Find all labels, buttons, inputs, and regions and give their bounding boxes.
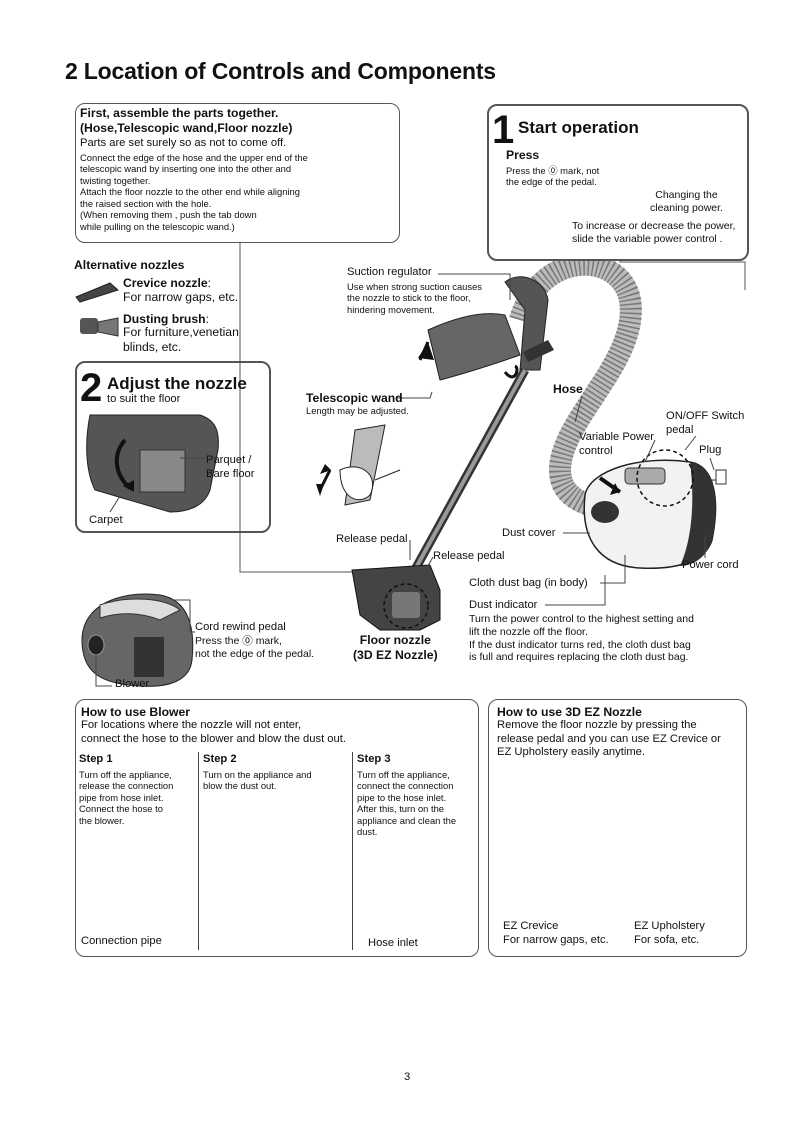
assemble-body: Connect the edge of the hose and the upp… (80, 152, 308, 232)
cloth-dust-bag-label: Cloth dust bag (in body) (469, 577, 588, 589)
ez-nozzle-heading: How to use 3D EZ Nozzle (497, 705, 642, 719)
parquet-label: Parquet / Bare floor (206, 454, 255, 480)
ez-nozzle-panel (488, 699, 747, 957)
dust-indicator-label: Dust indicator (469, 599, 538, 611)
ez-crevice-desc: For narrow gaps, etc. (503, 934, 609, 946)
vacuum-body-icon (583, 449, 717, 569)
step3-text: Turn off the appliance, connect the conn… (357, 769, 457, 838)
ez-upholstery-title: EZ Upholstery (634, 920, 705, 932)
suction-regulator-label: Suction regulator (347, 266, 432, 278)
dusting-brush-icon (80, 317, 119, 337)
adjust-nozzle-panel (75, 361, 271, 533)
step-number-2: 2 (80, 366, 103, 410)
step2-text: Turn on the appliance and blow the dust … (203, 769, 312, 792)
crevice-nozzle-icon (75, 282, 119, 303)
assemble-subheading: Parts are set surely so as not to come o… (80, 137, 287, 149)
press-text: Press the ⓪ mark, not the edge of the pe… (506, 165, 600, 188)
start-operation-heading: Start operation (518, 118, 639, 137)
power-control-text: To increase or decrease the power, slide… (572, 220, 736, 245)
assemble-panel (75, 103, 400, 243)
step3-title: Step 3 (357, 753, 391, 765)
telescopic-wand-icon (408, 367, 529, 578)
blower-intro: For locations where the nozzle will not … (81, 719, 346, 745)
dust-cover-label: Dust cover (502, 527, 556, 539)
dusting-brush-label: Dusting brush: (123, 312, 209, 326)
ez-nozzle-intro: Remove the floor nozzle by pressing the … (497, 719, 721, 759)
telescopic-wand-text: Length may be adjusted. (306, 405, 409, 416)
changing-power-label: Changing the cleaning power. (650, 189, 723, 214)
step-divider-2 (352, 752, 353, 950)
hose-inlet-label: Hose inlet (368, 937, 418, 949)
ez-crevice-title: EZ Crevice (503, 920, 559, 932)
step1-text: Turn off the appliance, release the conn… (79, 769, 174, 826)
step-divider-1 (198, 752, 199, 950)
variable-power-label: Variable Power control (579, 431, 655, 457)
floor-nozzle-icon (351, 564, 441, 631)
nozzle-adjust-illustration (86, 414, 219, 513)
step1-title: Step 1 (79, 753, 113, 765)
start-operation-panel (487, 104, 749, 261)
crevice-nozzle-label: Crevice nozzle: (123, 276, 212, 290)
adjust-nozzle-subheading: to suit the floor (107, 393, 181, 405)
adjust-nozzle-heading: Adjust the nozzle (107, 374, 247, 393)
connection-pipe-label: Connection pipe (81, 935, 162, 947)
suction-regulator-illustration (418, 313, 554, 381)
page-number: 3 (404, 1071, 411, 1083)
hand-illustration (316, 424, 401, 506)
release-pedal-label-1: Release pedal (336, 533, 408, 545)
alternative-nozzles-heading: Alternative nozzles (74, 258, 185, 272)
suction-regulator-text: Use when strong suction causes the nozzl… (347, 281, 482, 315)
release-pedal-label-2: Release pedal (433, 550, 505, 562)
blower-panel (75, 699, 479, 957)
telescopic-wand-label: Telescopic wand (306, 391, 403, 405)
hose-label: Hose (553, 382, 583, 396)
crevice-nozzle-desc: For narrow gaps, etc. (123, 290, 239, 304)
step-number-1: 1 (492, 108, 515, 152)
step2-title: Step 2 (203, 753, 237, 765)
blower-label: Blower (115, 678, 150, 690)
cord-rewind-text: Press the ⓪ mark, not the edge of the pe… (195, 635, 315, 660)
page-title: 2 Location of Controls and Components (65, 58, 496, 84)
blower-unit-illustration (81, 593, 194, 687)
assemble-heading: First, assemble the parts together. (Hos… (80, 106, 293, 135)
power-cord-label: Power cord (682, 559, 739, 571)
onoff-switch-label: ON/OFF Switch pedal (666, 410, 745, 436)
press-label: Press (506, 148, 540, 162)
blower-heading: How to use Blower (81, 705, 191, 719)
dust-indicator-text: Turn the power control to the highest se… (469, 613, 694, 664)
floor-nozzle-label: Floor nozzle (3D EZ Nozzle) (353, 633, 438, 662)
hose-icon (509, 253, 642, 521)
cord-rewind-label: Cord rewind pedal (195, 621, 286, 633)
plug-label: Plug (699, 444, 722, 456)
carpet-label: Carpet (89, 514, 123, 526)
ez-upholstery-desc: For sofa, etc. (634, 934, 700, 946)
dusting-brush-desc: For furniture,venetian blinds, etc. (123, 325, 239, 354)
